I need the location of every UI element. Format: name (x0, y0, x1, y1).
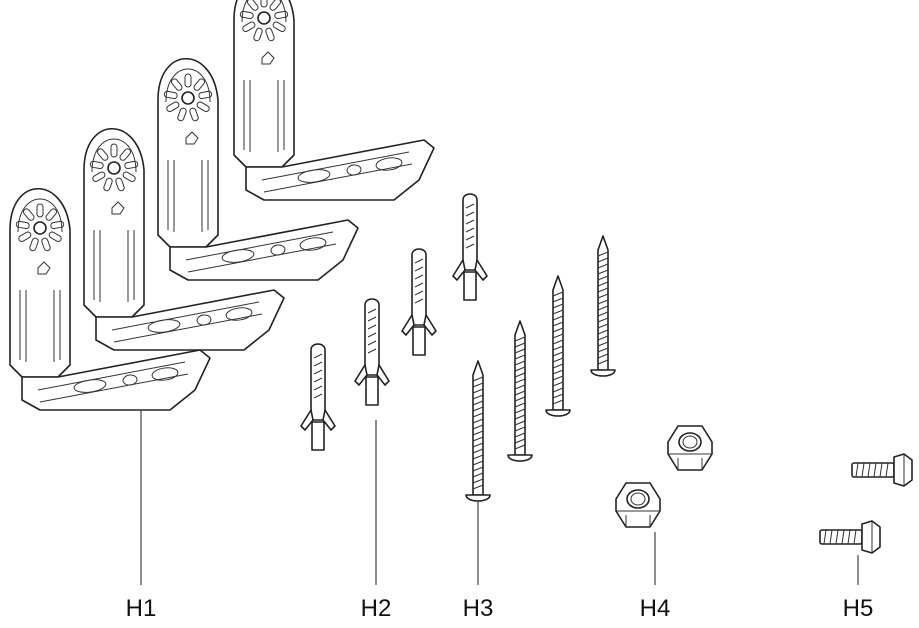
hex-nut-1 (615, 482, 661, 528)
screw-4 (590, 235, 616, 377)
screw-3 (545, 275, 571, 417)
label-h5: H5 (843, 595, 874, 622)
screw-1 (465, 360, 491, 502)
hex-bolt-2 (851, 453, 913, 487)
wall-anchor-2 (354, 298, 390, 406)
hex-nut-2 (667, 425, 713, 471)
label-h4: H4 (640, 595, 671, 622)
bracket-h1-4 (233, 0, 435, 201)
wall-anchor-3 (401, 248, 437, 356)
leader-lines (140, 410, 859, 585)
label-h3: H3 (463, 595, 494, 622)
label-h1: H1 (126, 595, 157, 622)
wall-anchor-4 (452, 193, 488, 301)
screw-2 (507, 320, 533, 462)
hex-bolt-1 (819, 520, 881, 554)
label-h2: H2 (361, 595, 392, 622)
wall-anchor-1 (300, 343, 336, 451)
